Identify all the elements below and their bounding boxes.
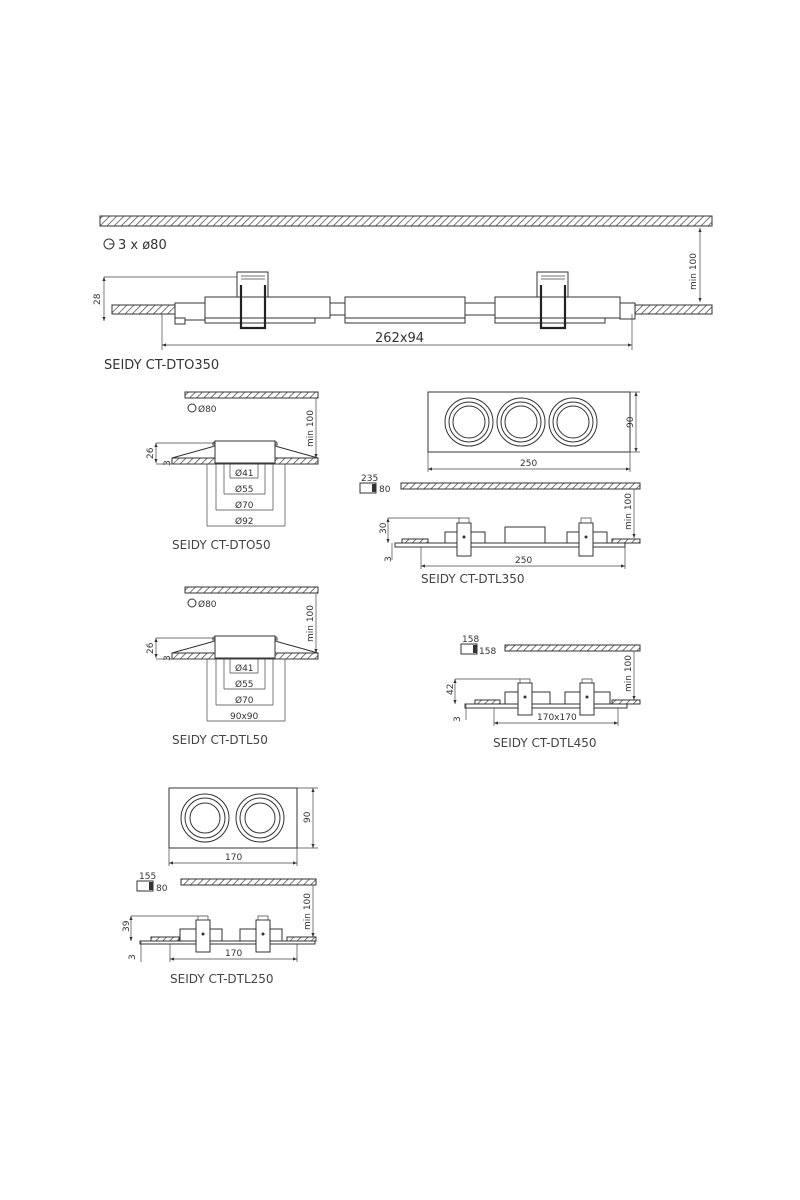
cutout-icon (187, 403, 197, 413)
diagram-dtl50: Ø80 min 100 26 3 Ø41 Ø55 Ø70 90x90 SEIDY… (146, 586, 319, 747)
flange-label: 3 (163, 655, 173, 661)
cutout-height-label: 80 (379, 485, 391, 495)
cutout-label: Ø80 (198, 599, 217, 610)
diameter-70: Ø70 (235, 500, 254, 511)
diagram-dto350: 3 x ø80 min 100 28 262x94 S (93, 215, 713, 373)
flange-label: 3 (163, 460, 173, 466)
flange-label: 3 (384, 556, 394, 562)
ceiling-gap-label: min 100 (689, 253, 699, 290)
ceiling-gap-label: min 100 (624, 655, 634, 692)
diagram-dtl450: 158 158 min 100 42 3 170x170 SEIDY CT-DT… (446, 635, 641, 750)
cutout-width-label: 155 (139, 872, 156, 882)
cutout-icon (187, 598, 197, 608)
diameter-41: Ø41 (235, 663, 254, 674)
ceiling-slab-right (629, 304, 713, 315)
size-90x90: 90x90 (230, 712, 259, 722)
flange-label: 3 (453, 716, 463, 722)
base-width-label: 170 (225, 949, 242, 959)
model-label: SEIDY CT-DTL250 (170, 972, 274, 986)
cutout-height-label: 80 (156, 884, 168, 894)
cutout-label: 3 x ø80 (118, 238, 167, 253)
diagram-dto50: Ø80 min 100 26 3 Ø41 Ø55 Ø70 Ø92 SEIDY C… (146, 391, 319, 552)
ceiling-gap-label: min 100 (303, 893, 313, 930)
diameter-92: Ø92 (235, 516, 254, 527)
cutout-width-label: 235 (361, 474, 378, 484)
plan-width-label: 170 (225, 853, 242, 863)
base-width-label: 170x170 (537, 713, 577, 723)
fixture-body (174, 271, 636, 330)
plan-view (427, 391, 631, 453)
height-label: 26 (146, 447, 156, 459)
plan-view (168, 787, 298, 849)
diagram-dtl350: 90 250 235 80 min 100 30 3 250 SEIDY CT-… (359, 391, 641, 586)
plan-width-label: 250 (520, 459, 537, 469)
diameter-41: Ø41 (235, 468, 254, 479)
cutout-icon (103, 238, 115, 250)
model-label: SEIDY CT-DTL50 (172, 733, 268, 747)
model-label: SEIDY CT-DTO50 (172, 538, 271, 552)
cutout-width-label: 158 (462, 635, 479, 645)
height-label: 42 (446, 684, 456, 695)
ceiling (99, 215, 713, 227)
ceiling-gap-label: min 100 (306, 410, 316, 447)
plan-height-label: 90 (626, 416, 636, 428)
flange-label: 3 (128, 954, 138, 960)
base-width-label: 250 (515, 556, 532, 566)
diameter-55: Ø55 (235, 679, 254, 690)
plan-height-label: 90 (303, 811, 313, 823)
ceiling-gap-label: min 100 (624, 493, 634, 530)
height-label: 28 (93, 293, 103, 305)
cutout-label: Ø80 (198, 404, 217, 415)
height-label: 30 (379, 522, 389, 534)
height-label: 39 (122, 920, 132, 932)
model-label: SEIDY CT-DTO350 (104, 358, 219, 373)
cutout-height-label: 158 (479, 647, 496, 657)
height-label: 26 (146, 642, 156, 654)
diameter-70: Ø70 (235, 695, 254, 706)
model-label: SEIDY CT-DTL450 (493, 736, 597, 750)
cutout-size-label: 262x94 (375, 331, 424, 346)
model-label: SEIDY CT-DTL350 (421, 572, 525, 586)
diameter-55: Ø55 (235, 484, 254, 495)
diagram-dtl250: 90 170 155 80 min 100 39 3 170 SEIDY CT-… (122, 787, 318, 986)
ceiling-gap-label: min 100 (306, 605, 316, 642)
